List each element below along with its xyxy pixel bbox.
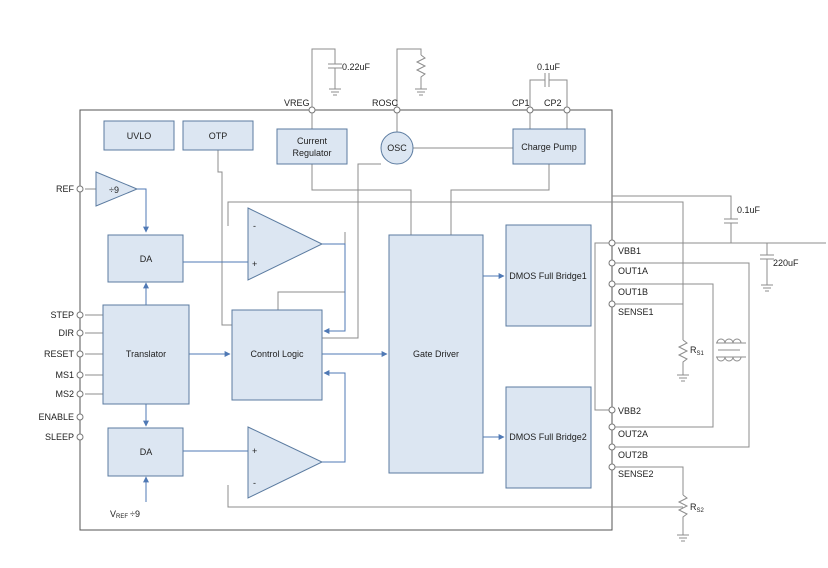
comparator-bottom-minus: - (253, 478, 256, 488)
pin-vbb2 (608, 406, 616, 414)
rs1-label: RS1 (690, 345, 705, 357)
pin-dir (76, 329, 84, 337)
pin-out1b-label: OUT1B (618, 287, 648, 297)
rs2-main: R (690, 502, 697, 512)
da-bottom-label: DA (140, 447, 153, 457)
pin-dir-label: DIR (59, 328, 75, 338)
pin-enable-label: ENABLE (38, 412, 74, 422)
cap-cp-label: 0.1uF (537, 62, 561, 72)
comparator-top-plus: + (252, 259, 257, 269)
da-top-block (107, 234, 184, 283)
otp-label: OTP (209, 131, 228, 141)
pin-ms2-label: MS2 (55, 389, 74, 399)
chip-outline (79, 109, 613, 531)
divide-by-nine-label: ÷9 (109, 185, 119, 195)
comparator-bottom (247, 426, 324, 499)
pin-out2b-label: OUT2B (618, 450, 648, 460)
comparator-top-minus: - (253, 221, 256, 231)
pin-vreg-label: VREG (284, 98, 310, 108)
charge-pump-block (512, 128, 586, 165)
pin-sense2-label: SENSE2 (618, 469, 654, 479)
pin-sleep (76, 433, 84, 441)
vref-sub: REF (116, 514, 128, 520)
charge-pump-capacitor-network (529, 73, 568, 110)
uvlo-label: UVLO (127, 131, 152, 141)
pin-out2b (608, 443, 616, 451)
osc-block (380, 131, 414, 165)
pin-sense2 (608, 463, 616, 471)
pin-cp1 (526, 106, 534, 114)
pin-step (76, 311, 84, 319)
pin-out2a (608, 423, 616, 431)
translator-block (102, 304, 190, 405)
vref-label: VREF÷9 (110, 509, 140, 520)
pin-cp1-label: CP1 (512, 98, 530, 108)
da-bottom-block (107, 427, 184, 477)
current-regulator-block (276, 128, 348, 165)
dmos-bridge1-block (505, 224, 592, 327)
pin-sleep-label: SLEEP (45, 432, 74, 442)
rs1-main: R (690, 345, 697, 355)
pin-vbb1-label: VBB1 (618, 246, 641, 256)
internal-wiring (85, 113, 826, 542)
pin-out1a-label: OUT1A (618, 266, 648, 276)
pin-vbb2-label: VBB2 (618, 406, 641, 416)
pin-ms1-label: MS1 (55, 370, 74, 380)
pin-enable (76, 413, 84, 421)
control-logic-block (231, 309, 323, 401)
dmos-bridge1-label: DMOS Full Bridge1 (509, 271, 587, 281)
vreg-capacitor-network (311, 48, 342, 110)
current-regulator-label-2: Regulator (292, 148, 331, 158)
translator-label: Translator (126, 349, 166, 359)
vref-main: V (110, 509, 116, 519)
comparator-top (247, 207, 324, 281)
pin-vreg (308, 106, 316, 114)
otp-block (182, 120, 254, 151)
pin-sense1-label: SENSE1 (618, 307, 654, 317)
dmos-bridge2-block (505, 386, 592, 489)
charge-pump-label: Charge Pump (521, 142, 577, 152)
cap-vreg-label: 0.22uF (342, 62, 371, 72)
divide-by-nine-block (95, 171, 139, 207)
dmos-bridge2-label: DMOS Full Bridge2 (509, 432, 587, 442)
pin-ref-label: REF (56, 184, 75, 194)
pin-ref (76, 185, 84, 193)
osc-label: OSC (387, 143, 407, 153)
pin-vbb1 (608, 239, 616, 247)
pin-sense1 (608, 300, 616, 308)
gate-driver-block (388, 234, 484, 474)
rs2-sub: S2 (697, 508, 705, 514)
rs1-sub: S1 (697, 351, 705, 357)
cap-vbb-big-label: 220uF (773, 258, 799, 268)
pin-out1a (608, 259, 616, 267)
pin-cp2 (563, 106, 571, 114)
pin-reset (76, 350, 84, 358)
stepper-motor-coils (716, 338, 742, 362)
rs2-label: RS2 (690, 502, 705, 514)
pin-rosc-label: ROSC (372, 98, 399, 108)
da-top-label: DA (140, 254, 153, 264)
pin-out2a-label: OUT2A (618, 429, 648, 439)
vref-suffix: ÷9 (130, 509, 140, 519)
comparator-bottom-plus: + (252, 446, 257, 456)
pin-ms1 (76, 371, 84, 379)
pin-step-label: STEP (50, 310, 74, 320)
pin-cp2-label: CP2 (544, 98, 562, 108)
rosc-resistor-network (396, 48, 427, 110)
cap-vbb-small-label: 0.1uF (737, 205, 761, 215)
pin-out1b (608, 280, 616, 288)
pin-rosc (393, 106, 401, 114)
control-logic-label: Control Logic (250, 349, 304, 359)
pin-ms2 (76, 390, 84, 398)
gate-driver-label: Gate Driver (413, 349, 459, 359)
signal-arrows (137, 188, 505, 502)
pin-reset-label: RESET (44, 349, 75, 359)
current-regulator-label-1: Current (297, 136, 328, 146)
uvlo-block (103, 120, 175, 151)
